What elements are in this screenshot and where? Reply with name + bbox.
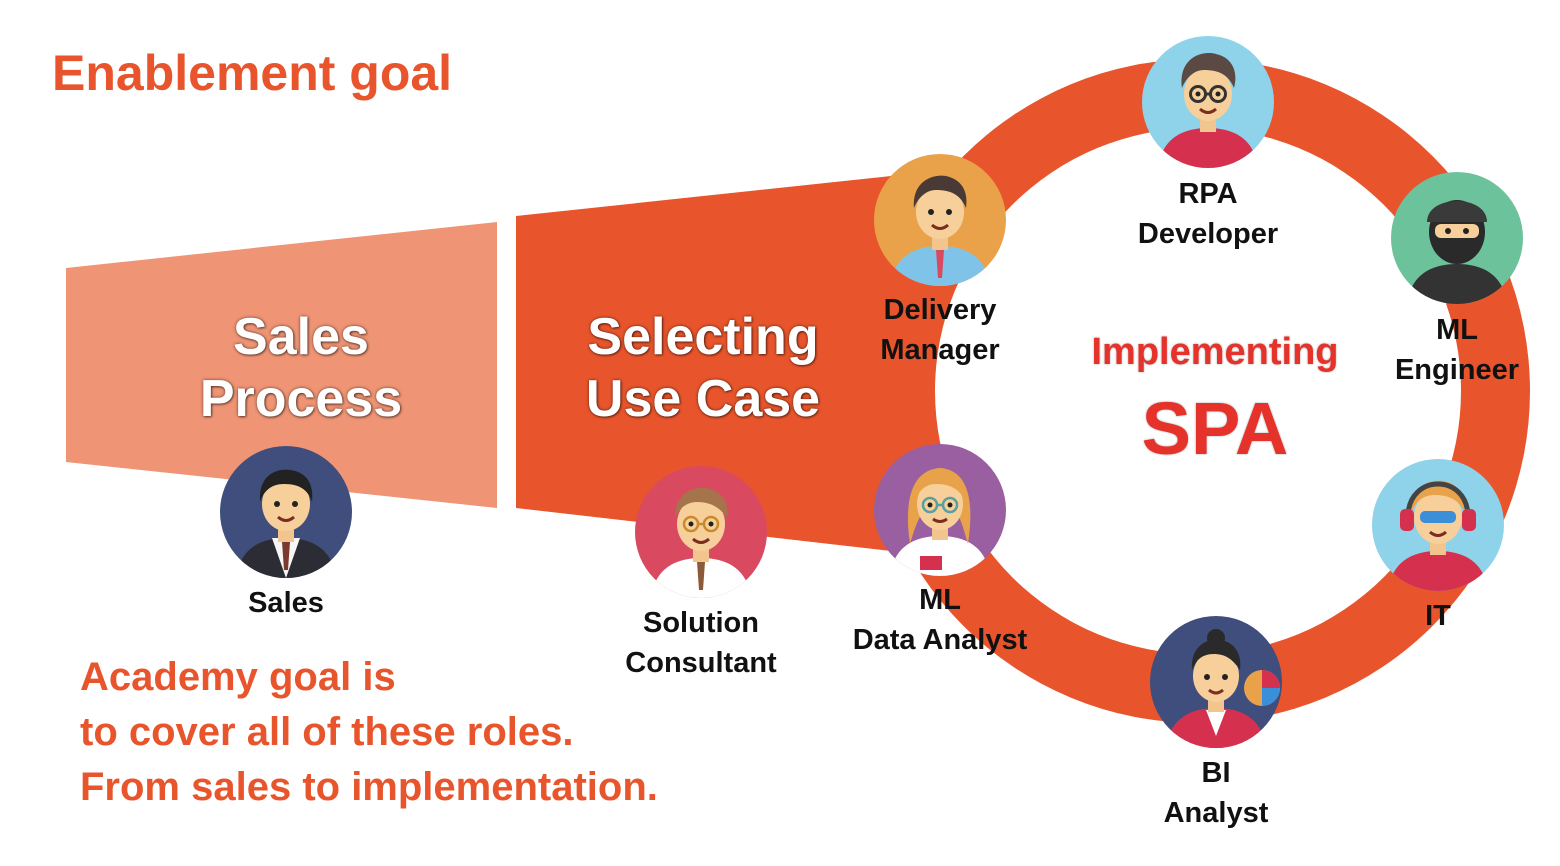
role-sales-line-1: Sales [248,587,324,619]
role-label-delivery-manager: Delivery Manager [840,290,1040,370]
role-ml-data-analyst-line-2: Data Analyst [852,624,1028,656]
role-rpa-developer-line-1: RPA [1178,178,1238,210]
sales-process-label: Sales Process [66,306,536,430]
selecting-use-case-label-line-1: Selecting [587,308,819,366]
implementation-ring-inner [935,128,1461,654]
manager-avatar-icon [874,154,1006,286]
role-label-ml-engineer: ML Engineer [1372,310,1542,390]
sales-process-label-line-2: Process [199,370,403,428]
role-ml-data-analyst-line-1: ML [919,584,961,616]
sales-process-stage-shape [66,222,497,508]
selecting-use-case-stage-shape [516,175,900,552]
it-support-headset-avatar-icon [1372,459,1504,591]
consultant-with-glasses-avatar-icon [635,466,767,598]
role-label-bi-analyst: BI Analyst [1116,753,1316,833]
role-delivery-manager-line-2: Manager [880,334,1000,366]
academy-goal-text: Academy goal is to cover all of these ro… [80,650,658,815]
role-rpa-developer-line-2: Developer [1137,218,1279,250]
role-solution-consultant-line-1: Solution [643,607,759,639]
role-label-it: IT [1398,596,1478,636]
implementing-label: Implementing [1091,331,1339,373]
role-delivery-manager-line-1: Delivery [883,294,997,326]
role-label-sales: Sales [186,583,386,623]
role-solution-consultant-line-2: Consultant [625,647,777,679]
role-ml-engineer-line-2: Engineer [1394,354,1520,386]
role-ml-engineer-line-1: ML [1436,314,1478,346]
developer-with-glasses-avatar-icon [1142,36,1274,168]
role-it-line-1: IT [1425,600,1451,632]
businessman-avatar-icon [220,446,352,578]
role-label-ml-data-analyst: ML Data Analyst [820,580,1060,660]
academy-goal-line-2: to cover all of these roles. [80,710,574,754]
academy-goal-line-1: Academy goal is [80,655,396,699]
role-bi-analyst-line-1: BI [1201,757,1231,789]
page-title: Enablement goal [52,45,453,101]
analyst-with-glasses-avatar-icon [874,444,1006,576]
selecting-use-case-label: Selecting Use Case [516,306,890,430]
role-label-rpa-developer: RPA Developer [1108,174,1308,254]
role-label-solution-consultant: Solution Consultant [581,603,821,683]
masked-engineer-avatar-icon [1391,172,1523,304]
academy-goal-line-3: From sales to implementation. [80,765,658,809]
bi-analyst-with-chart-avatar-icon [1150,616,1282,748]
selecting-use-case-label-line-2: Use Case [585,370,821,428]
role-bi-analyst-line-2: Analyst [1163,797,1269,829]
spa-label: SPA [1141,387,1289,470]
sales-process-label-line-1: Sales [233,308,369,366]
